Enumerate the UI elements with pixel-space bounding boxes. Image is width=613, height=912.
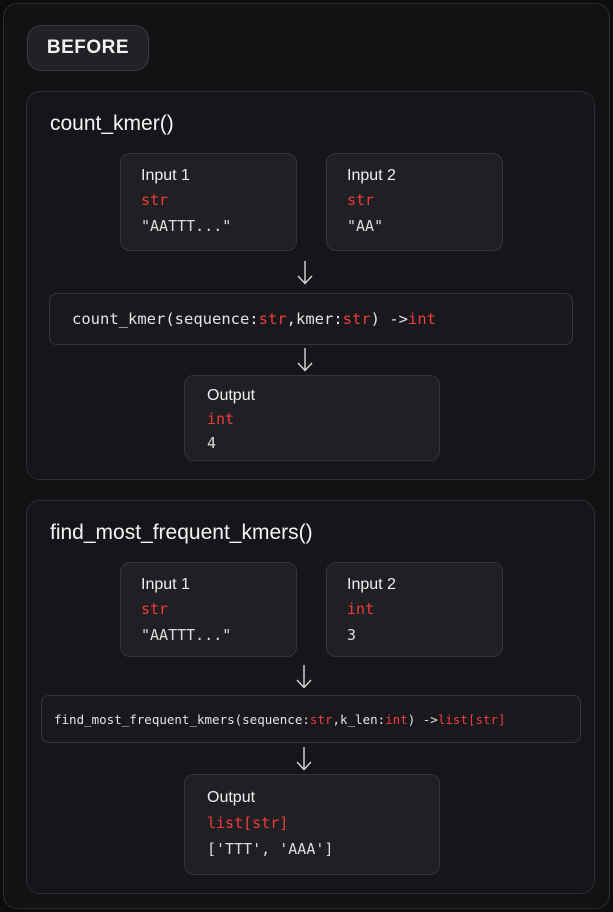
- sig-param-2: k_len:: [340, 711, 386, 727]
- input-label: Input 2: [347, 167, 396, 184]
- down-arrow-icon: [297, 261, 313, 285]
- input-value: 3: [347, 626, 357, 644]
- sig-param-2: kmer:: [296, 310, 343, 328]
- sig-sep: ,: [332, 711, 340, 727]
- input-value: "AA": [347, 217, 384, 235]
- output-type: int: [207, 410, 235, 428]
- sig-arrow: ) ->: [370, 310, 408, 328]
- before-badge: BEFORE: [27, 25, 149, 71]
- sig-type-1: str: [309, 711, 333, 727]
- sig-return-type: int: [408, 310, 436, 328]
- sig-type-2: int: [385, 711, 408, 727]
- down-arrow-icon: [297, 348, 313, 372]
- section-title: count_kmer(): [50, 112, 174, 135]
- section-title: find_most_frequent_kmers(): [50, 521, 313, 544]
- input-label: Input 1: [141, 576, 190, 593]
- input-2-box: Input 2 str "AA": [326, 153, 503, 251]
- input-label: Input 1: [141, 167, 190, 184]
- input-2-box: Input 2 int 3: [326, 562, 503, 657]
- output-label: Output: [207, 789, 256, 806]
- sig-return-type: list[str]: [437, 711, 506, 727]
- input-value: "AATTT...": [141, 626, 232, 644]
- function-signature: count_kmer(sequence: str, kmer: str) -> …: [49, 293, 573, 345]
- sig-name: find_most_frequent_kmers(: [54, 711, 243, 727]
- sig-param-1: sequence:: [242, 711, 310, 727]
- sig-type-1: str: [258, 310, 287, 328]
- output-type: list[str]: [207, 814, 289, 832]
- sig-param-1: sequence:: [174, 310, 259, 328]
- input-1-box: Input 1 str "AATTT...": [120, 562, 297, 657]
- sig-arrow: ) ->: [407, 711, 438, 727]
- output-box: Output int 4: [184, 375, 440, 461]
- sig-name: count_kmer(: [72, 310, 175, 328]
- function-signature: find_most_frequent_kmers(sequence: str, …: [41, 695, 581, 743]
- input-type: str: [141, 191, 169, 209]
- input-type: str: [141, 600, 169, 618]
- input-type: int: [347, 600, 375, 618]
- input-1-box: Input 1 str "AATTT...": [120, 153, 297, 251]
- down-arrow-icon: [296, 665, 312, 689]
- output-value: ['TTT', 'AAA']: [207, 840, 334, 858]
- sig-sep: ,: [286, 310, 296, 328]
- output-value: 4: [207, 434, 217, 452]
- output-label: Output: [207, 387, 256, 404]
- diagram-frame: BEFORE count_kmer() Input 1 str "AATTT..…: [3, 3, 610, 909]
- sig-type-2: str: [342, 310, 371, 328]
- input-type: str: [347, 191, 375, 209]
- input-value: "AATTT...": [141, 217, 232, 235]
- down-arrow-icon: [296, 747, 312, 771]
- output-box: Output list[str] ['TTT', 'AAA']: [184, 774, 440, 875]
- section-find-most-frequent-kmers: find_most_frequent_kmers() Input 1 str "…: [26, 500, 595, 894]
- input-label: Input 2: [347, 576, 396, 593]
- section-count-kmer: count_kmer() Input 1 str "AATTT..." Inpu…: [26, 91, 595, 480]
